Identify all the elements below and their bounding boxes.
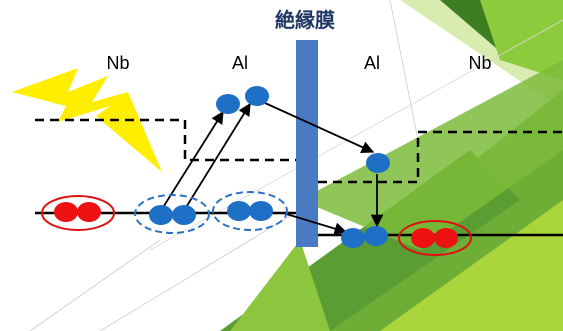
insulator-barrier: [296, 40, 318, 247]
cooper-pair-electrons: [54, 202, 458, 248]
diagram-title: 絶縁膜: [275, 8, 335, 32]
upper-gap-edge-dashed: [35, 118, 563, 184]
cooper-pair-ring-right: [398, 220, 472, 256]
transition-arrows: [161, 102, 384, 235]
quasiparticle-electrons: [149, 86, 390, 248]
lightning-bolt-icon: [12, 68, 162, 172]
region-label-al-right: Al: [364, 53, 380, 73]
cooper-pair-ring-left: [41, 195, 115, 231]
region-label-nb-left: Nb: [106, 53, 129, 73]
region-label-nb-right: Nb: [468, 53, 491, 73]
region-label-al-left: Al: [232, 53, 248, 73]
broken-pair-ring-2: [212, 191, 288, 231]
broken-pair-ring-1: [134, 194, 210, 234]
